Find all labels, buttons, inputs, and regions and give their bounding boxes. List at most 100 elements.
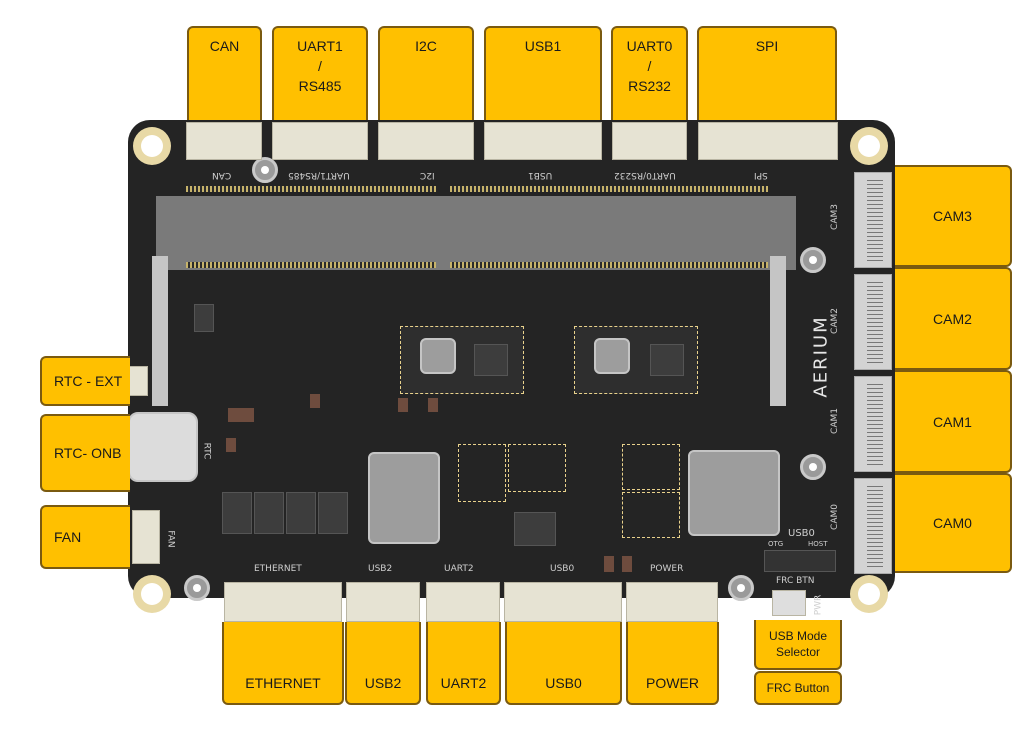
usb-mode-jumper-header[interactable] xyxy=(764,550,836,572)
standoff-hole xyxy=(800,247,826,273)
callout-label: ETHERNET xyxy=(245,675,321,691)
sodimm-socket xyxy=(156,196,796,270)
callout-can: CAN xyxy=(187,26,262,121)
socket-latch-left xyxy=(152,256,168,406)
connector-uart2 xyxy=(426,582,500,622)
callout-frc-button: FRC Button xyxy=(754,671,842,705)
socket-pins xyxy=(450,186,768,192)
callout-label: USB1 xyxy=(524,38,562,54)
rtc-ext-connector xyxy=(128,366,148,396)
socket-pins xyxy=(450,262,768,268)
capacitor xyxy=(226,438,236,452)
callout-i2c: I2C xyxy=(378,26,474,121)
fan-connector xyxy=(132,510,160,564)
rtc-battery-holder xyxy=(128,412,198,482)
callout-label: USB0 xyxy=(545,675,582,691)
ic-chip xyxy=(474,344,508,376)
silk-usb0: USB0 xyxy=(550,564,575,574)
ic-chip xyxy=(508,444,566,492)
callout-cam2: CAM2 xyxy=(895,267,1012,370)
connector-uart0 xyxy=(612,122,687,160)
callout-uart1-rs485: UART1 / RS485 xyxy=(272,26,368,121)
silk-can: CAN xyxy=(212,170,232,180)
inductor xyxy=(594,338,630,374)
silk-fan: FAN xyxy=(165,530,176,548)
callout-uart0-rs232: UART0 / RS232 xyxy=(611,26,688,121)
power-inductor xyxy=(368,452,440,544)
capacitor xyxy=(228,408,254,422)
callout-usb-mode-selector: USB Mode Selector xyxy=(754,620,842,670)
mounting-hole-top-left xyxy=(133,127,171,165)
camera-connector-cam3 xyxy=(854,172,892,268)
silk-frc-btn: FRC BTN xyxy=(776,576,815,586)
callout-label: USB Mode Selector xyxy=(768,629,828,659)
callout-usb0: USB0 xyxy=(505,622,622,705)
ic-chip xyxy=(458,444,506,502)
standoff-hole xyxy=(184,575,210,601)
callout-power: POWER xyxy=(626,622,719,705)
socket-pins xyxy=(186,186,436,192)
silk-i2c: I2C xyxy=(420,170,435,180)
capacitor xyxy=(428,398,438,412)
callout-label: UART0 xyxy=(626,38,673,54)
callout-cam0: CAM0 xyxy=(895,473,1012,573)
callout-label: POWER xyxy=(646,675,699,691)
connector-usb0 xyxy=(504,582,622,622)
socket-latch-right xyxy=(770,256,786,406)
silk-cam3: CAM3 xyxy=(829,204,840,230)
callout-spi: SPI xyxy=(697,26,837,121)
standoff-hole xyxy=(252,157,278,183)
ic-chip xyxy=(194,304,214,332)
silk-ethernet: ETHERNET xyxy=(254,564,302,574)
capacitor xyxy=(398,398,408,412)
connector-spi xyxy=(698,122,838,160)
mounting-hole-bottom-right xyxy=(850,575,888,613)
mounting-hole-top-right xyxy=(850,127,888,165)
silk-otg: OTG xyxy=(768,540,784,548)
camera-connector-cam1 xyxy=(854,376,892,472)
ethernet-magnetics xyxy=(254,492,284,534)
silk-usb1: USB1 xyxy=(528,170,553,180)
mounting-hole-bottom-left xyxy=(133,575,171,613)
silk-cam2: CAM2 xyxy=(829,308,840,334)
connector-usb1 xyxy=(484,122,602,160)
ic-chip xyxy=(650,344,684,376)
callout-label: SPI xyxy=(755,38,779,54)
callout-label: RS485 xyxy=(298,78,342,94)
silk-usb2: USB2 xyxy=(368,564,393,574)
callout-usb1: USB1 xyxy=(484,26,602,121)
connector-can xyxy=(186,122,262,160)
ethernet-magnetics xyxy=(286,492,316,534)
callout-uart2: UART2 xyxy=(426,622,501,705)
callout-label: I2C xyxy=(415,38,437,54)
silk-rtc: RTC xyxy=(201,442,212,460)
pcb-board: CAN UART1/RS485 I2C USB1 UART0/RS232 SPI… xyxy=(128,120,895,622)
callout-label: CAN xyxy=(209,38,240,54)
connector-power xyxy=(626,582,718,622)
silk-uart1: UART1/RS485 xyxy=(288,170,350,180)
callout-label: FRC Button xyxy=(766,681,830,695)
silk-cam0: CAM0 xyxy=(829,504,840,530)
silk-usb0-switch: USB0 xyxy=(788,528,815,539)
callout-usb2: USB2 xyxy=(345,622,421,705)
standoff-hole xyxy=(800,454,826,480)
camera-connector-cam2 xyxy=(854,274,892,370)
capacitor xyxy=(310,394,320,408)
ethernet-magnetics xyxy=(222,492,252,534)
power-inductor xyxy=(688,450,780,536)
silk-uart2: UART2 xyxy=(444,564,474,574)
silk-spi: SPI xyxy=(754,170,768,180)
silk-cam1: CAM1 xyxy=(829,408,840,434)
connector-uart1 xyxy=(272,122,368,160)
callout-rtc-onb: RTC- ONB xyxy=(40,414,130,492)
standoff-hole xyxy=(728,575,754,601)
frc-button[interactable] xyxy=(772,590,806,616)
callout-ethernet: ETHERNET xyxy=(222,622,344,705)
capacitor xyxy=(622,556,632,572)
silk-host: HOST xyxy=(808,540,828,548)
callout-fan: FAN xyxy=(40,505,130,569)
callout-cam1: CAM1 xyxy=(895,370,1012,473)
connector-ethernet xyxy=(224,582,342,622)
ic-chip xyxy=(622,444,680,490)
camera-connector-cam0 xyxy=(854,478,892,574)
